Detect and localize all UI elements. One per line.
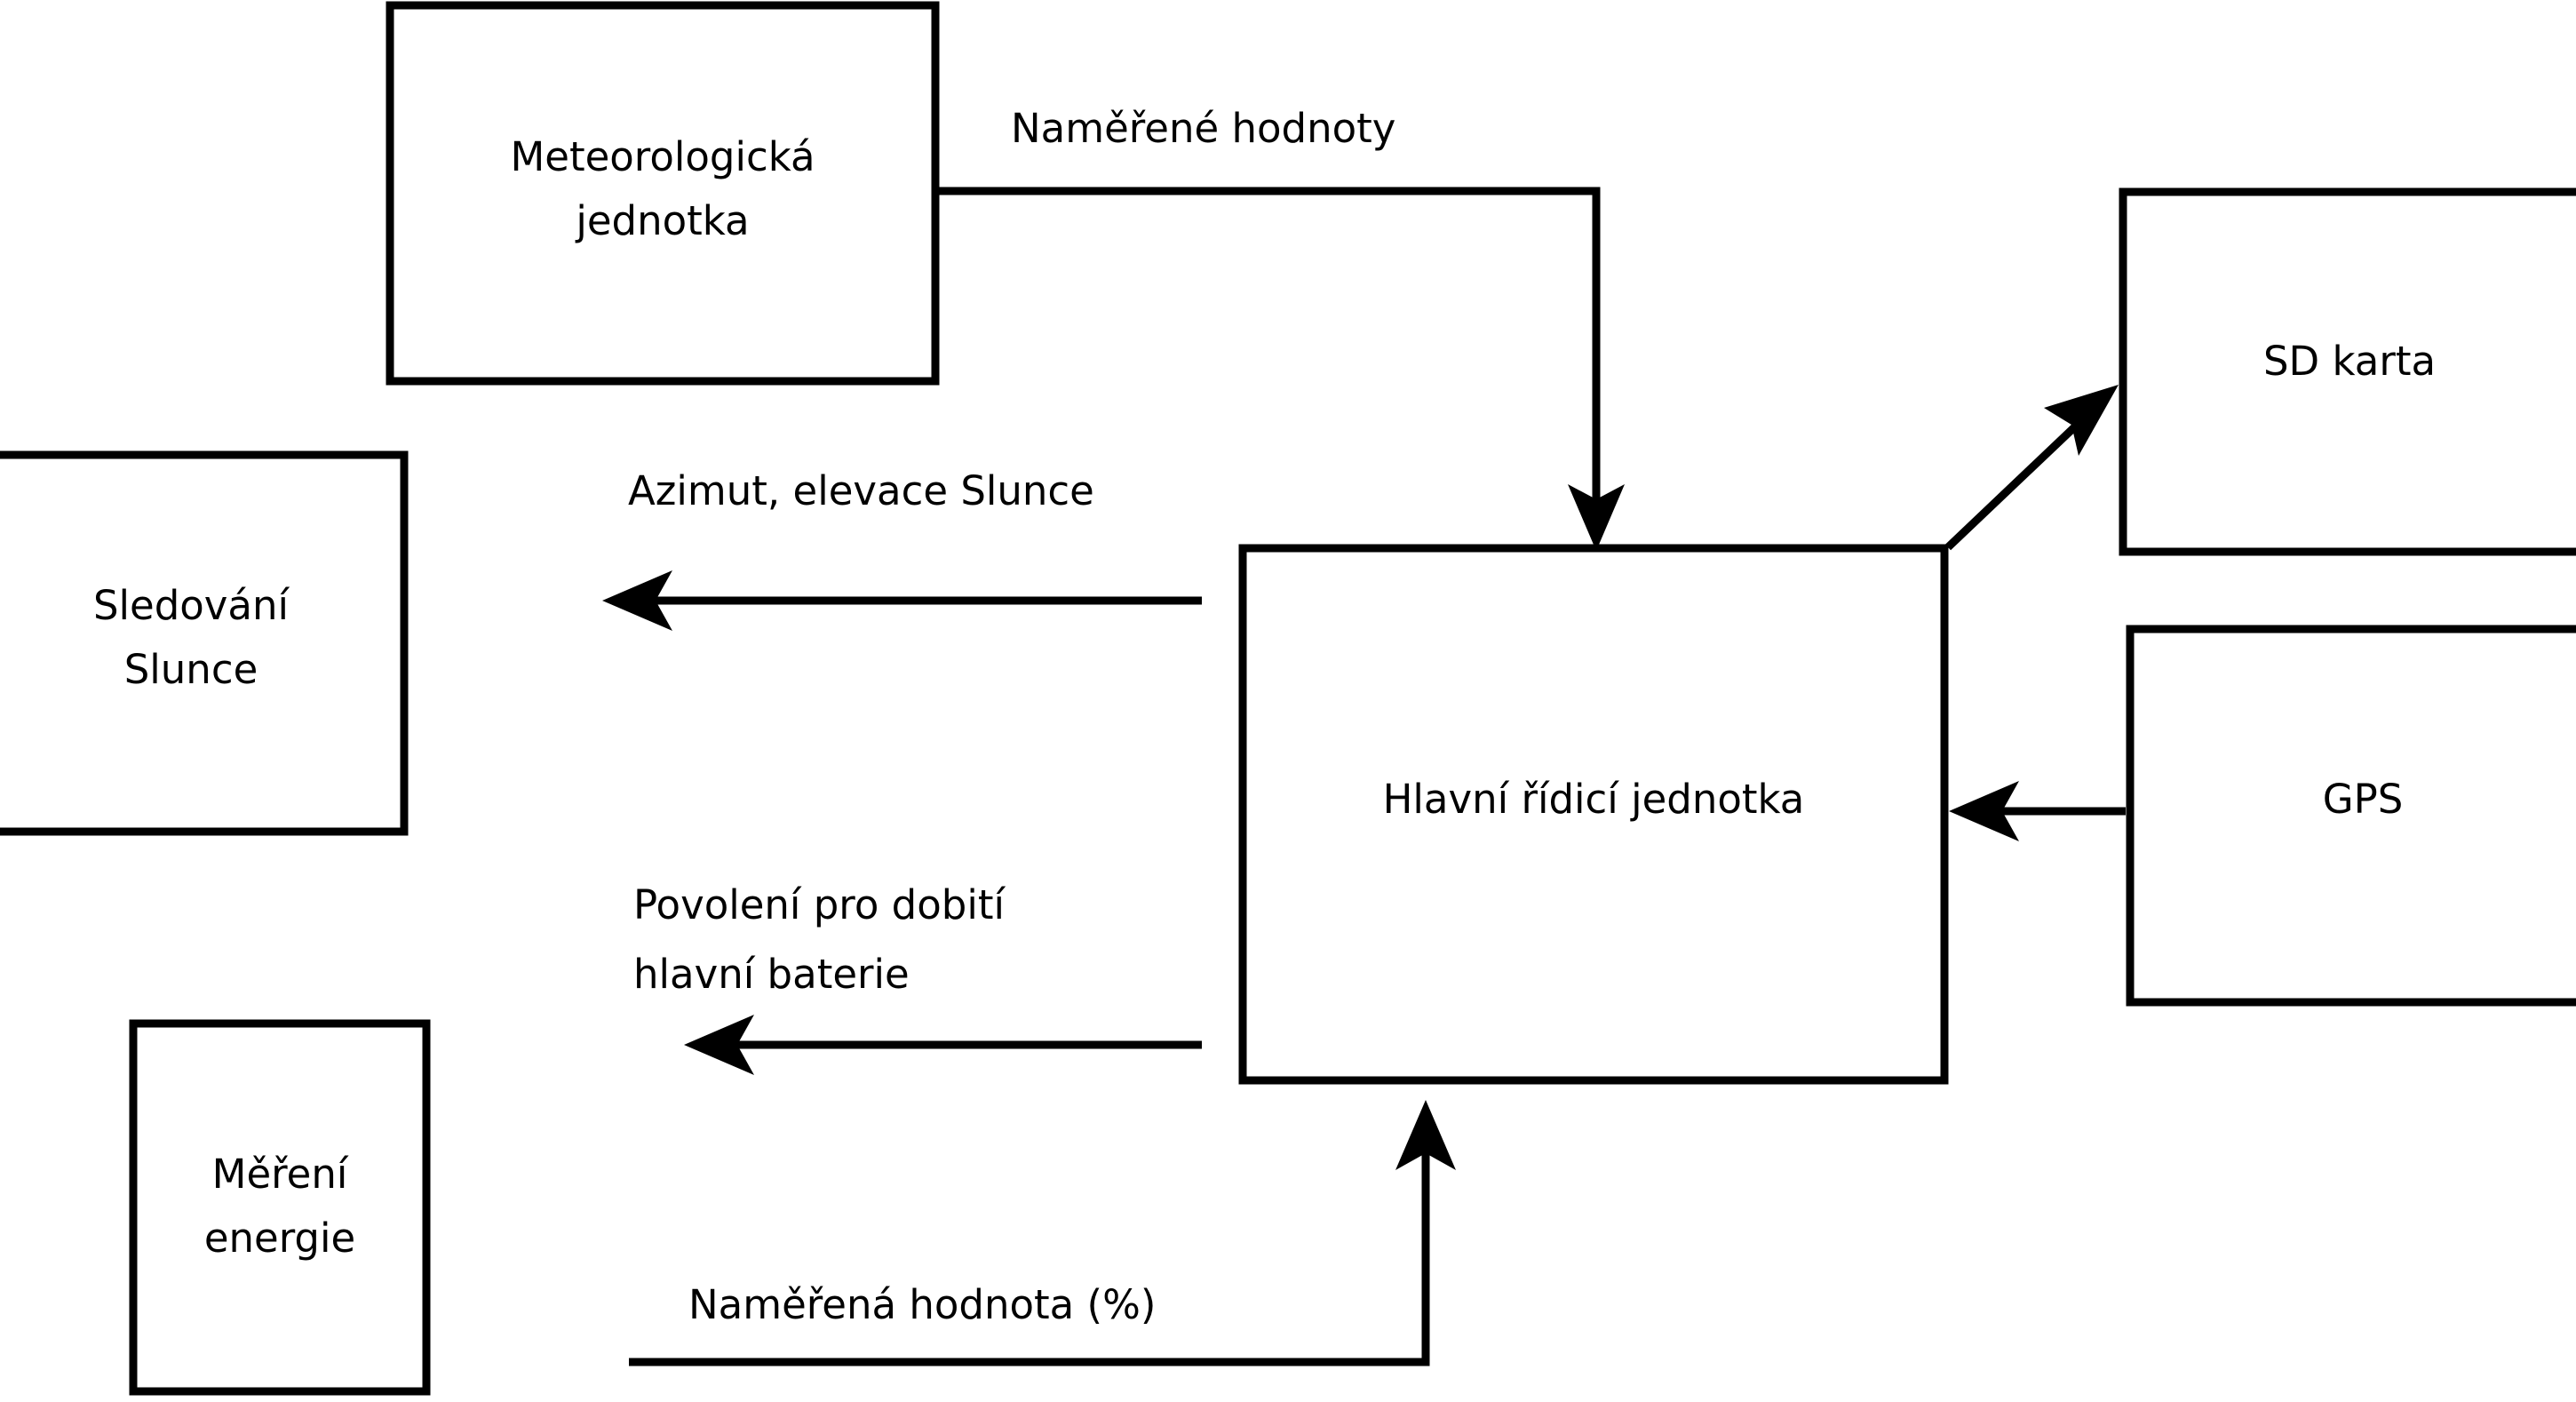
- edge-label-povoleni-pro-dobiti-line2: hlavní baterie: [633, 951, 910, 998]
- edge-gps-to-main-arrowhead: [1949, 781, 2019, 841]
- node-hlavni-ridici-jednotka-label-line1: Hlavní řídicí jednotka: [1383, 776, 1805, 823]
- node-sd-karta[interactable]: SD karta: [2119, 187, 2576, 556]
- edge-meteo-to-main-line: [939, 187, 1601, 522]
- edge-main-to-sd-arrowhead: [2044, 385, 2119, 456]
- node-gps[interactable]: GPS: [2126, 625, 2576, 1007]
- edge-energy-to-main: [629, 1100, 1456, 1366]
- edge-label-namerena-hodnota-procenta: Naměřená hodnota (%): [688, 1281, 1156, 1328]
- node-sd-karta-box[interactable]: [2119, 187, 2576, 556]
- node-hlavni-ridici-jednotka[interactable]: Hlavní řídicí jednotka: [1238, 544, 1949, 1085]
- edge-energy-to-main-line: [629, 1133, 1430, 1366]
- edge-main-to-energy-arrowhead: [684, 1015, 754, 1075]
- edge-main-to-energy: [684, 1015, 1202, 1075]
- node-mereni-energie[interactable]: Měření energie: [129, 1019, 431, 1396]
- node-meteorologicka-jednotka-label-line1: Meteorologická: [510, 133, 815, 180]
- edge-meteo-to-main-arrowhead: [1568, 484, 1625, 551]
- node-sledovani-slunce-label-line2: Slunce: [124, 646, 258, 693]
- node-mereni-energie-label-line2: energie: [204, 1215, 355, 1262]
- edge-main-to-sd-line: [1944, 410, 2093, 551]
- edge-label-povoleni-pro-dobiti-line1: Povolení pro dobití: [633, 881, 1006, 928]
- node-meteorologicka-jednotka-box[interactable]: [386, 1, 940, 386]
- node-sledovani-slunce-box[interactable]: [0, 450, 409, 836]
- node-mereni-energie-label-line1: Měření: [212, 1151, 349, 1198]
- node-hlavni-ridici-jednotka-box[interactable]: [1238, 544, 1949, 1085]
- node-meteorologicka-jednotka[interactable]: Meteorologická jednotka: [386, 1, 940, 386]
- edge-main-to-sd: [1944, 385, 2119, 551]
- node-gps-box[interactable]: [2126, 625, 2576, 1007]
- edge-label-azimut-elevace-slunce: Azimut, elevace Slunce: [628, 467, 1094, 514]
- node-sd-karta-label-line1: SD karta: [2263, 338, 2436, 385]
- edge-main-to-sun-tracking: [602, 570, 1202, 631]
- edge-gps-to-main: [1949, 781, 2126, 841]
- edge-label-namerene-hodnoty: Naměřené hodnoty: [1011, 105, 1395, 152]
- node-meteorologicka-jednotka-label-line2: jednotka: [575, 197, 749, 244]
- node-gps-label-line1: GPS: [2323, 776, 2404, 823]
- node-sledovani-slunce-label-line1: Sledování: [93, 582, 290, 629]
- edge-energy-to-main-arrowhead: [1395, 1100, 1456, 1170]
- node-mereni-energie-box[interactable]: [129, 1019, 431, 1396]
- edge-meteo-to-main: [939, 187, 1625, 551]
- node-sledovani-slunce[interactable]: Sledování Slunce: [0, 450, 409, 836]
- edge-main-to-sun-tracking-arrowhead: [602, 570, 672, 631]
